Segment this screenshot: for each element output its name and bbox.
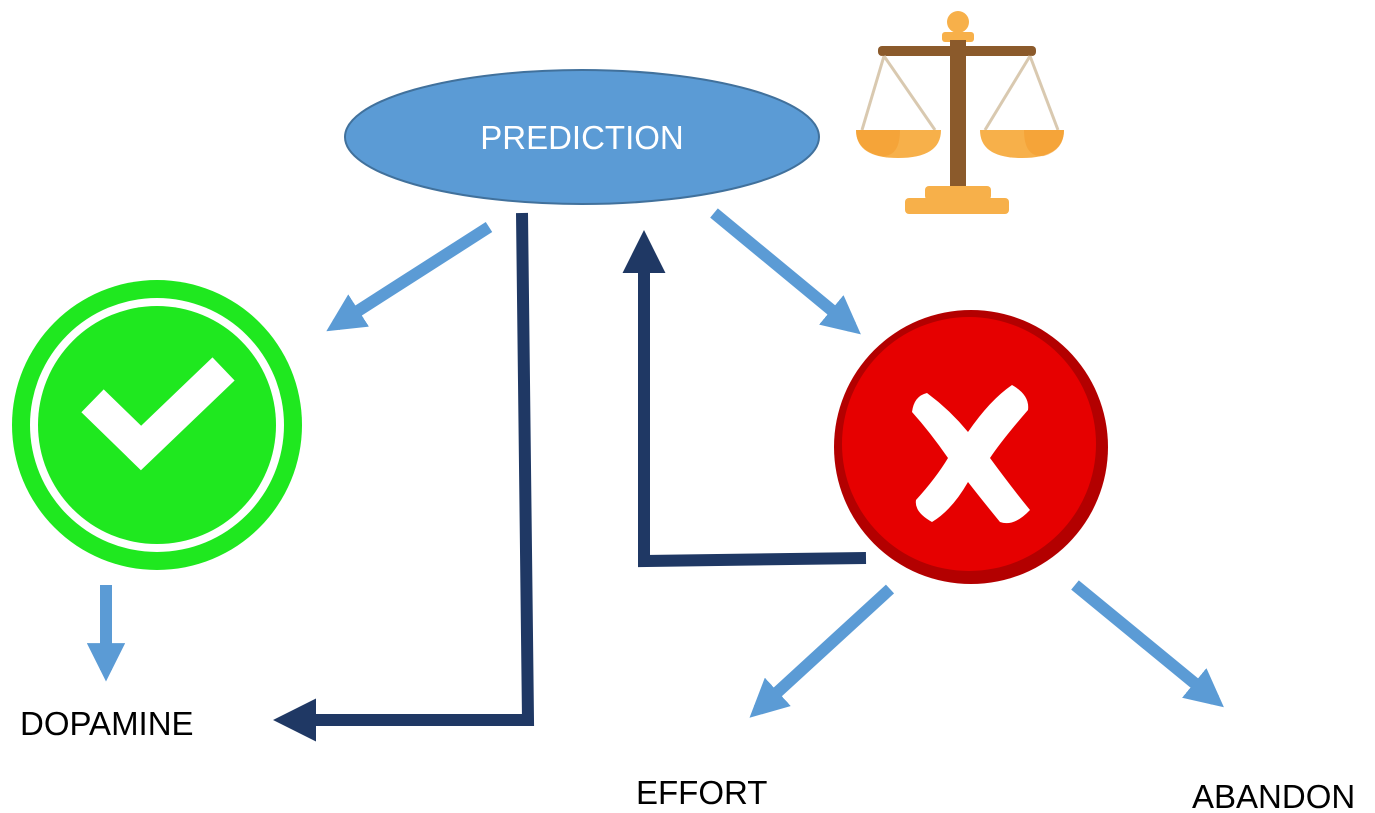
arrow-failure-to-abandon xyxy=(1071,580,1224,708)
arrow-failure-back-to-prediction xyxy=(622,230,867,568)
arrow-prediction-to-failure xyxy=(710,208,861,335)
prediction-label: PREDICTION xyxy=(480,119,684,156)
prediction-ellipse xyxy=(344,69,820,205)
abandon-label: ABANDON xyxy=(1192,778,1355,813)
arrow-prediction-to-success xyxy=(326,221,493,332)
failure-node xyxy=(834,310,1108,584)
success-node xyxy=(12,280,302,570)
dopamine-label: DOPAMINE xyxy=(20,705,194,742)
x-circle-icon xyxy=(912,385,1030,524)
arrow-failure-to-effort xyxy=(749,584,895,718)
prediction-node: PREDICTION xyxy=(344,69,820,205)
light-arrows xyxy=(86,208,1224,718)
check-circle-icon xyxy=(81,357,235,471)
arrow-prediction-to-dopamine xyxy=(273,212,535,742)
dark-arrows xyxy=(273,212,867,742)
effort-label: EFFORT xyxy=(636,774,767,811)
balance-scale-icon xyxy=(856,11,1064,214)
